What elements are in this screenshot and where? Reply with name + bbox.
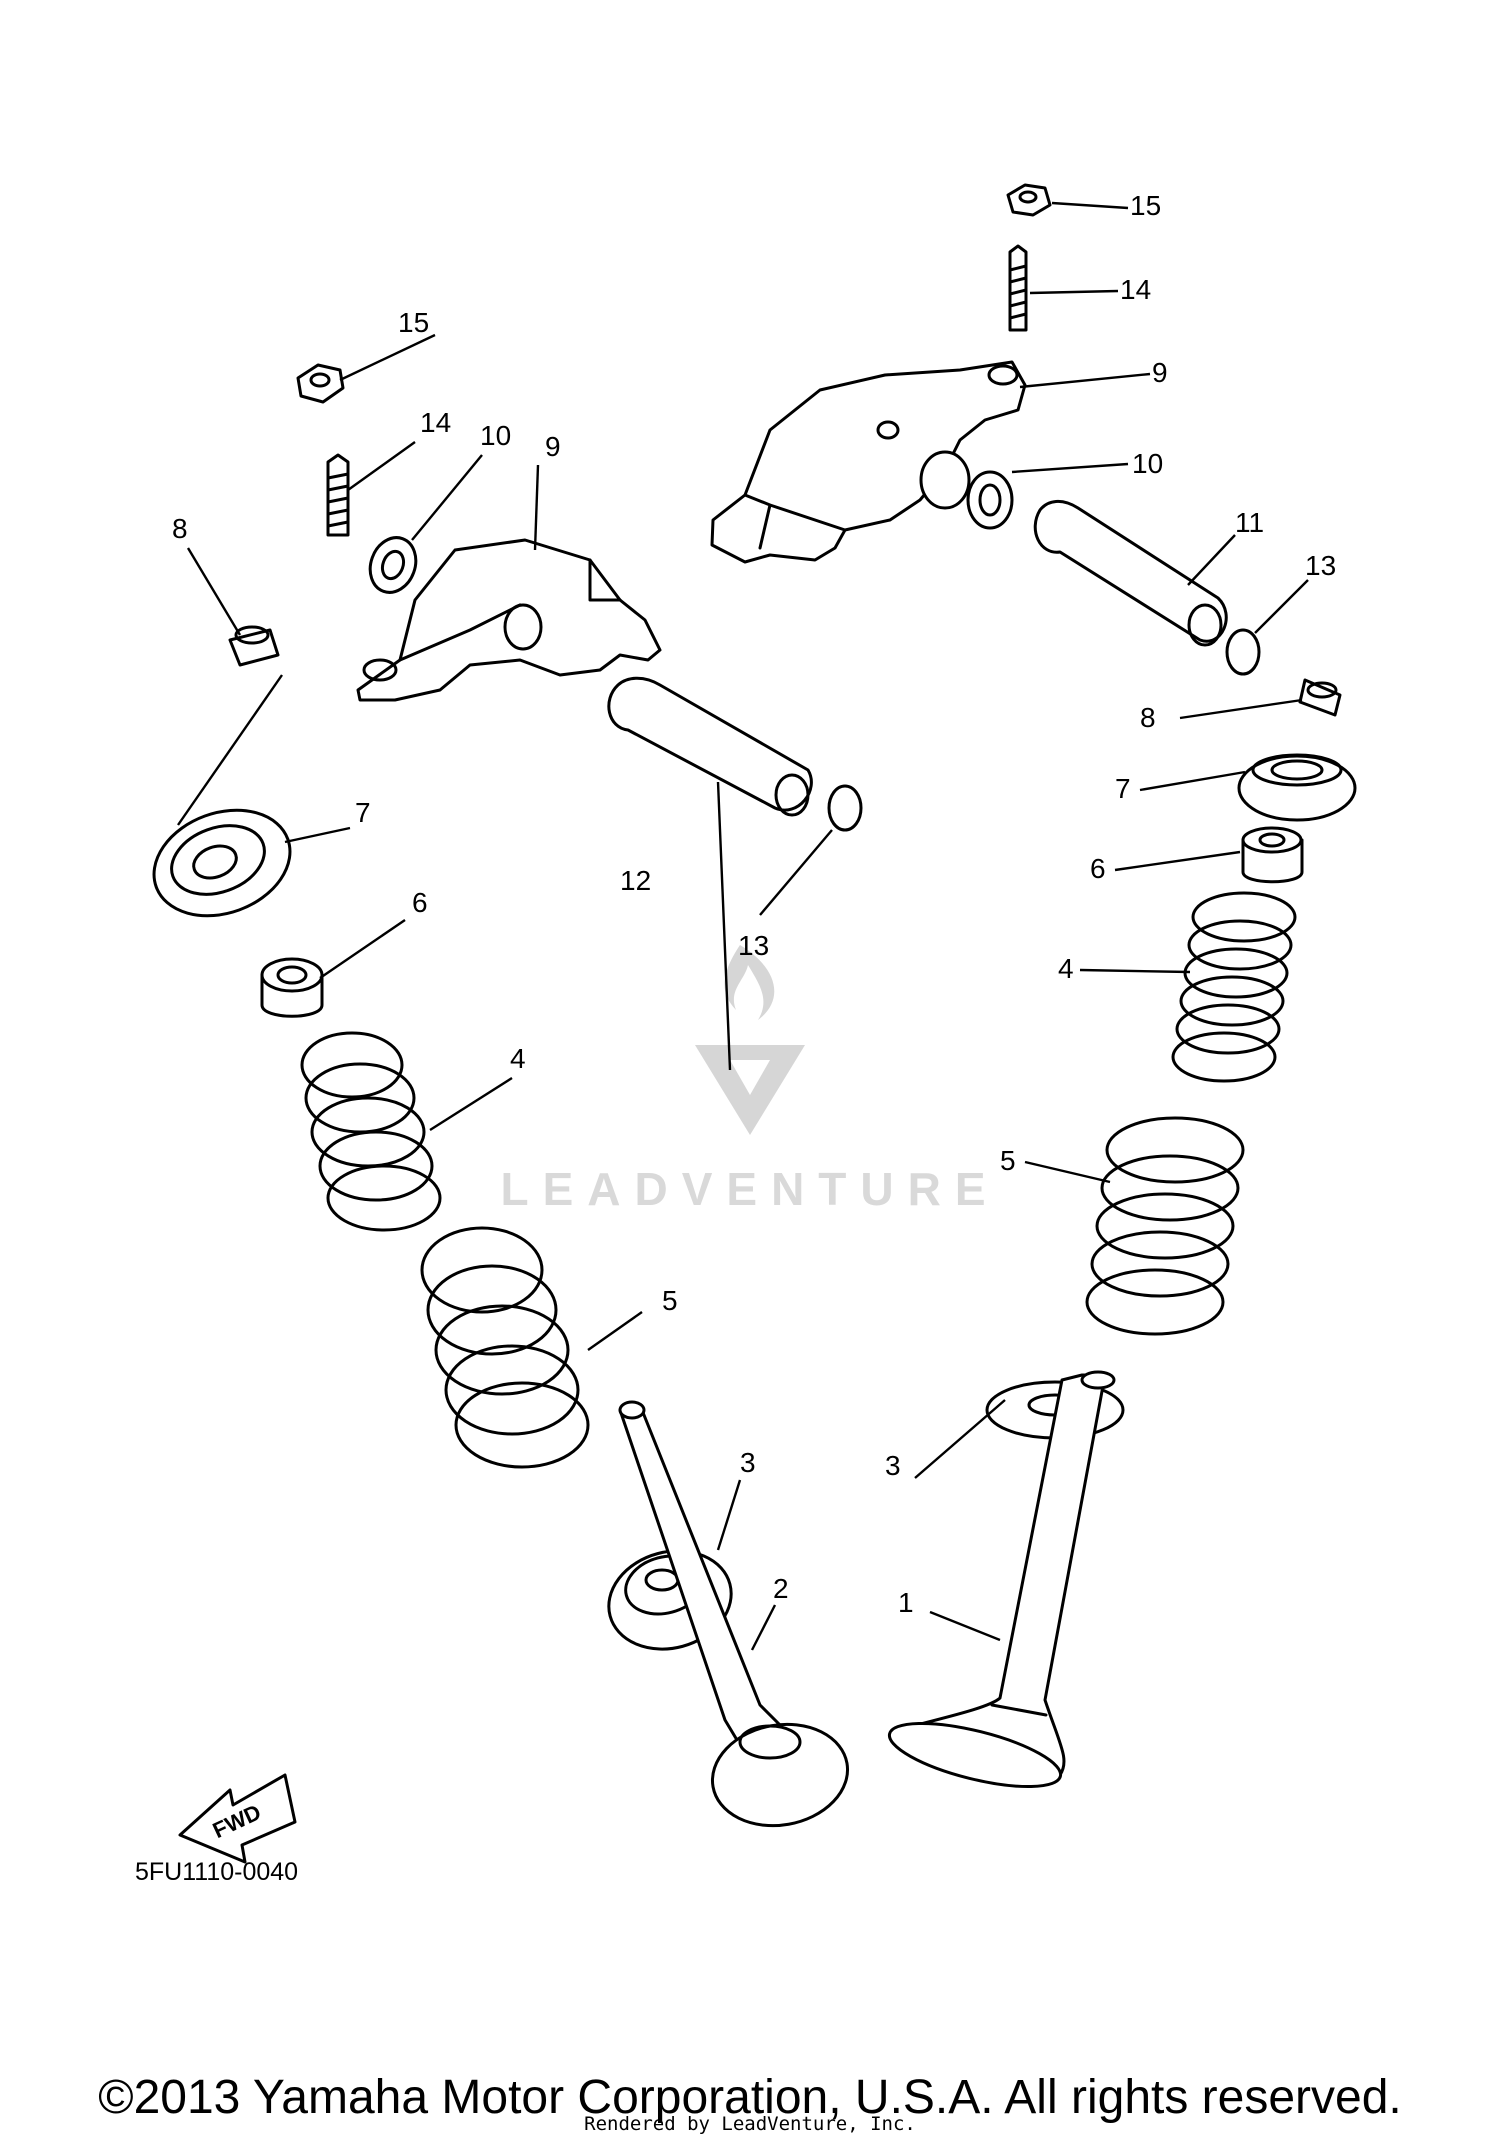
part-15-nut-right xyxy=(1006,183,1052,217)
callout-9-left: 9 xyxy=(545,431,561,462)
part-4-inner-spring-left xyxy=(300,1031,442,1232)
callout-11: 11 xyxy=(1235,507,1264,538)
callout-3-right: 3 xyxy=(885,1450,901,1481)
part-15-nut-left xyxy=(296,363,345,404)
callout-13-left: 13 xyxy=(738,930,769,961)
callout-9-right: 9 xyxy=(1152,357,1168,388)
callout-8-left: 8 xyxy=(172,513,188,544)
callout-4-left: 4 xyxy=(510,1043,526,1074)
part-6-valve-stem-seal-right xyxy=(1241,826,1304,884)
callout-7-left: 7 xyxy=(355,797,371,828)
part-12-rocker-shaft-left xyxy=(607,676,813,817)
callout-3-left: 3 xyxy=(740,1447,756,1478)
callout-13-right: 13 xyxy=(1305,550,1336,581)
part-1-intake-valve xyxy=(887,1370,1116,1789)
callout-4-right: 4 xyxy=(1058,953,1074,984)
part-10-thrust-washer-right xyxy=(966,470,1014,530)
callout-2: 2 xyxy=(773,1573,789,1604)
rendered-by-credit: Rendered by LeadVenture, Inc. xyxy=(584,2113,916,2135)
part-6-valve-stem-seal-left xyxy=(260,957,324,1018)
copyright-notice: ©2013 Yamaha Motor Corporation, U.S.A. A… xyxy=(98,2071,1402,2124)
part-9-rocker-arm-right xyxy=(710,360,1027,564)
callout-8-right: 8 xyxy=(1140,702,1156,733)
part-5-outer-spring-right xyxy=(1085,1116,1245,1336)
watermark-flame-icon xyxy=(724,945,775,1020)
leadventure-watermark: LEADVENTURE xyxy=(500,945,999,1215)
watermark-v-logo xyxy=(695,1045,805,1135)
part-14-adjuster-screw-left xyxy=(326,453,350,537)
part-4-inner-spring-right xyxy=(1171,891,1297,1083)
leader-lines xyxy=(177,201,1309,1651)
part-9-rocker-arm-left xyxy=(356,538,662,702)
callout-5-right: 5 xyxy=(1000,1145,1016,1176)
callout-10-right: 10 xyxy=(1132,448,1163,479)
callout-labels: 15 14 9 10 11 13 8 7 6 4 5 3 1 15 14 10 … xyxy=(172,190,1336,1618)
part-7-spring-retainer-right xyxy=(1237,753,1357,822)
part-14-adjuster-screw-right xyxy=(1008,244,1028,332)
part-10-thrust-washer-left xyxy=(368,536,418,594)
drawing-code: 5FU1110-0040 xyxy=(135,1858,298,1886)
part-11-rocker-shaft-right xyxy=(1033,500,1228,647)
part-13-o-ring-right xyxy=(1225,628,1261,676)
part-13-o-ring-left xyxy=(827,784,863,832)
part-8-valve-cotter-left xyxy=(228,625,280,667)
callout-5-left: 5 xyxy=(662,1285,678,1316)
callout-15-left: 15 xyxy=(398,307,429,338)
fwd-direction-arrow-icon: FWD xyxy=(178,1773,297,1864)
callout-10-left: 10 xyxy=(480,420,511,451)
watermark-text: LEADVENTURE xyxy=(500,1163,999,1215)
callout-7-right: 7 xyxy=(1115,773,1131,804)
callout-12: 12 xyxy=(620,865,651,896)
callout-6-right: 6 xyxy=(1090,853,1106,884)
part-2-exhaust-valve xyxy=(618,1400,850,1828)
callout-6-left: 6 xyxy=(412,887,428,918)
part-8-valve-cotter-right xyxy=(1298,678,1342,717)
part-7-spring-retainer-left xyxy=(152,808,292,918)
callout-15-right: 15 xyxy=(1130,190,1161,221)
callout-1: 1 xyxy=(898,1587,914,1618)
callout-14-right: 14 xyxy=(1120,274,1151,305)
part-5-outer-spring-left xyxy=(420,1226,590,1469)
callout-14-left: 14 xyxy=(420,407,451,438)
